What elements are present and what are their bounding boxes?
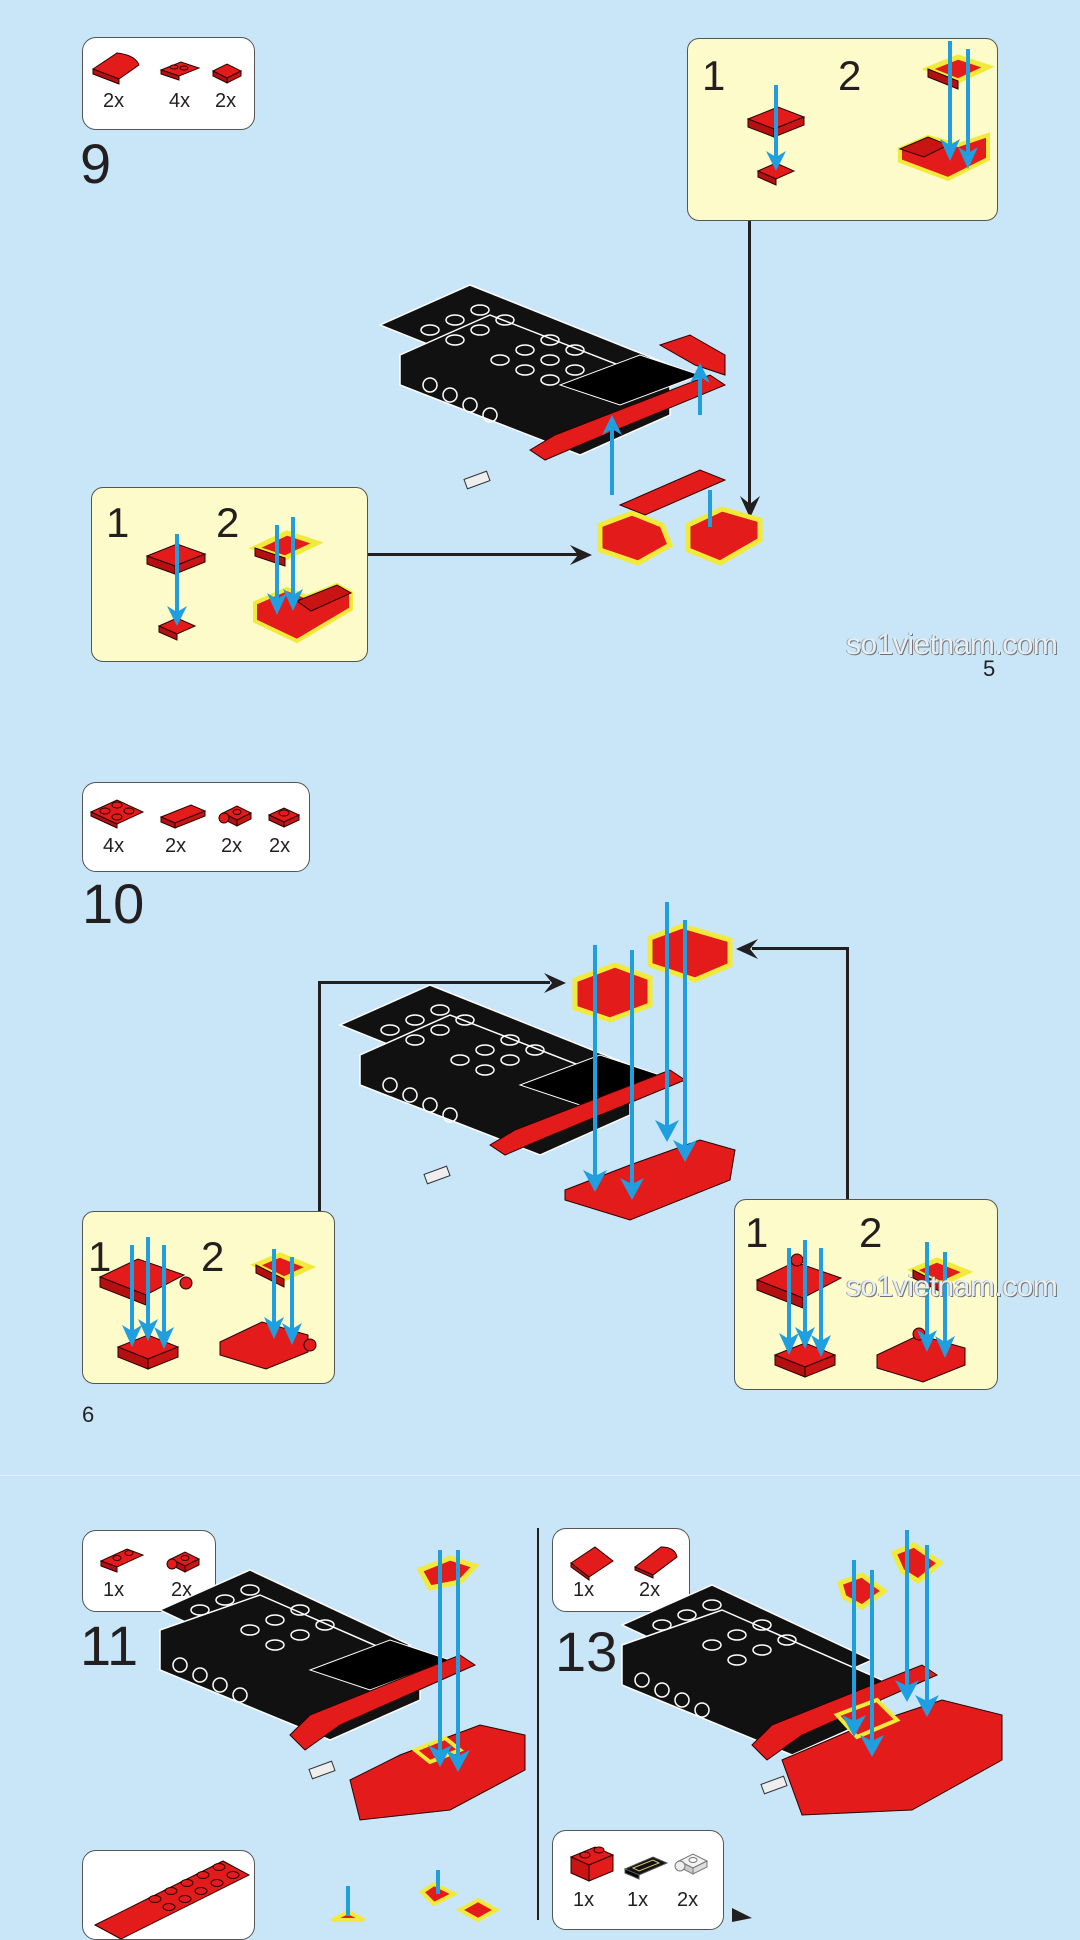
substep-number: 2 [216, 499, 240, 546]
arrow-head-icon [740, 496, 760, 518]
substep-1-illustration [98, 1237, 193, 1370]
part-qty: 2x [171, 1579, 193, 1601]
arrow-head-icon [544, 973, 566, 993]
red-plate-2x2-icon [89, 799, 145, 829]
step-number: 11 [80, 1614, 139, 1677]
parts-list-step-next-right: 1x 1x 2x [552, 1830, 724, 1930]
part-qty: 2x [221, 835, 243, 857]
part-qty: 1x [627, 1889, 649, 1911]
part-qty: 2x [103, 90, 125, 112]
substep-2-illustration [219, 1249, 317, 1370]
red-slope-tile-icon [570, 1546, 614, 1581]
page-number: 5 [983, 656, 996, 681]
part-qty: 1x [103, 1579, 125, 1601]
red-plate-1x1-icon [267, 807, 301, 828]
substep-2-illustration [248, 517, 353, 644]
substep-number: 1 [106, 499, 130, 546]
red-tile-1x1-icon [211, 63, 243, 84]
model-assembly-step-10 [338, 902, 736, 1221]
substep-number: 1 [702, 52, 726, 99]
connector-line [846, 947, 849, 1199]
part-qty: 1x [573, 1889, 595, 1911]
model-assembly-step-13 [620, 1530, 1003, 1816]
red-curved-slope-icon [634, 1546, 678, 1579]
substep-2-illustration [876, 1242, 974, 1383]
substep-1-illustration [746, 85, 806, 186]
substep-number: 2 [838, 52, 862, 99]
red-plate-2x8-icon [93, 1860, 251, 1940]
model-assembly-step-next-left [331, 1870, 501, 1923]
step-number: 9 [80, 132, 112, 195]
red-plate-1x2-icon [99, 1548, 145, 1573]
substep-1-illustration [145, 534, 207, 641]
part-qty: 2x [677, 1889, 699, 1911]
part-qty: 2x [639, 1579, 661, 1601]
arrow-head-icon [570, 545, 592, 565]
parts-list-step-13: 1x 2x [552, 1528, 690, 1612]
subassembly-callout: 1 2 [687, 38, 998, 221]
step-number: 13 [555, 1620, 618, 1683]
clear-plate-with-side-stud-icon [674, 1853, 709, 1875]
connector-line [318, 981, 550, 984]
connector-line [752, 947, 848, 950]
watermark: so1vietnam.com [846, 628, 1058, 661]
connector-line [368, 553, 580, 556]
page-number: 6 [82, 1402, 95, 1427]
red-plate-with-clips-icon [159, 61, 201, 81]
connector-line [318, 981, 321, 1213]
substep-2-illustration [898, 41, 995, 182]
substep-number: 1 [745, 1209, 769, 1256]
black-license-plate-tile-icon [623, 1856, 669, 1880]
page-divider [0, 1475, 1080, 1476]
part-qty: 2x [269, 835, 291, 857]
substep-number: 2 [859, 1209, 883, 1256]
subassembly-callout: 1 2 [82, 1211, 335, 1384]
part-qty: 4x [169, 90, 191, 112]
red-curved-slope-2x2-icon [91, 52, 140, 85]
arrow-head-icon [732, 1908, 752, 1922]
model-assembly-step-11 [158, 1550, 526, 1821]
part-qty: 4x [103, 835, 125, 857]
step-number: 10 [82, 872, 145, 935]
parts-list-step-10: 4x 2x 2x 2x [82, 782, 310, 872]
substep-1-illustration [755, 1240, 843, 1378]
subassembly-callout: 1 2 [91, 487, 368, 662]
subassembly-callout: 1 2 [734, 1199, 998, 1390]
part-qty: 2x [215, 90, 237, 112]
red-tile-1x2-icon [159, 804, 207, 829]
model-assembly-step-9 [378, 284, 763, 566]
part-qty: 1x [573, 1579, 595, 1601]
red-plate-with-side-stud-icon [218, 805, 253, 827]
arrow-head-icon [736, 939, 758, 959]
red-brick-1x2-icon [569, 1846, 615, 1882]
substep-number: 2 [201, 1233, 225, 1280]
parts-list-step-next-left [82, 1850, 255, 1940]
part-qty: 2x [165, 835, 187, 857]
red-plate-with-side-stud-icon [166, 1551, 201, 1573]
connector-line [748, 221, 751, 506]
substep-number: 1 [88, 1233, 112, 1280]
watermark: so1vietnam.com [846, 1270, 1058, 1303]
column-divider [537, 1528, 539, 1920]
parts-list-step-9: 2x 4x 2x [82, 37, 255, 130]
